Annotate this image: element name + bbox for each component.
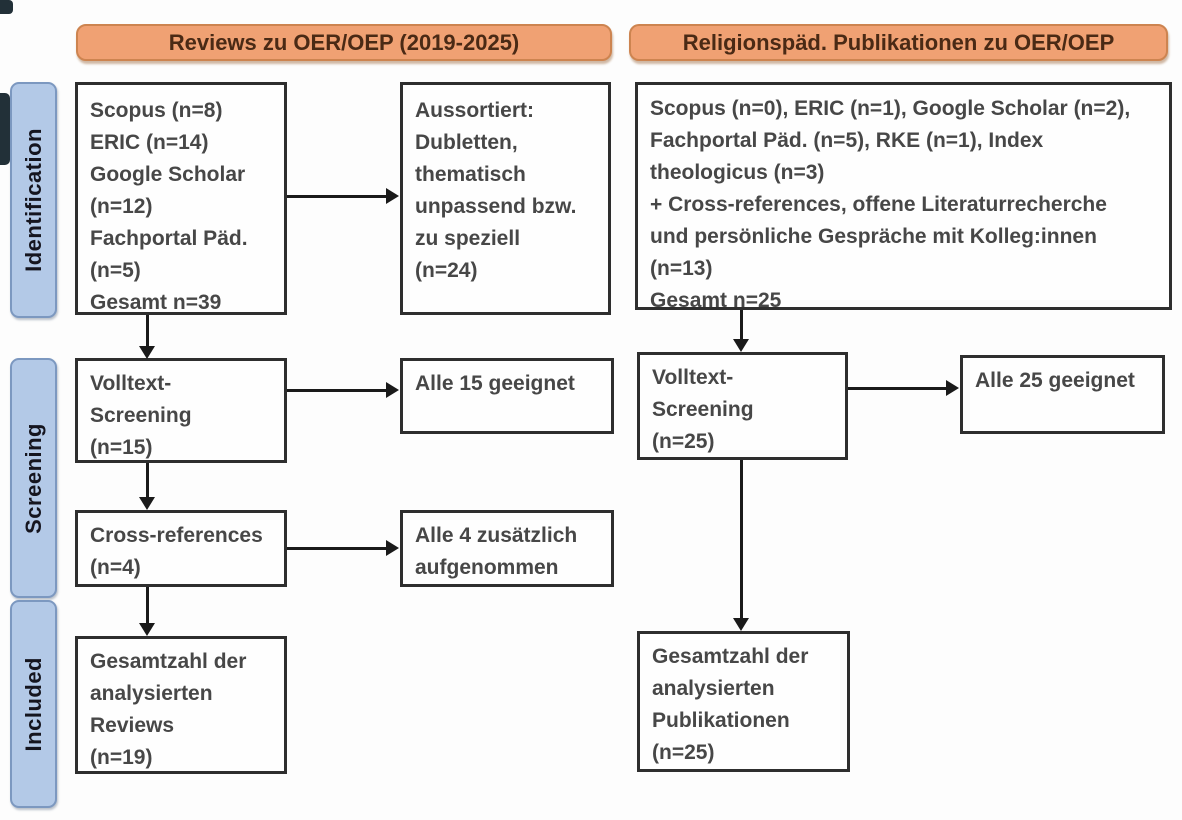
text-line: (n=5): [90, 259, 141, 282]
phase-screening: Screening: [10, 358, 57, 598]
text-line: und persönliche Gespräche mit Kolleg:inn…: [650, 225, 1097, 248]
text-line: unpassend bzw.: [415, 195, 577, 218]
text-line: theologicus (n=3): [650, 161, 825, 184]
arrow-sources-to-volltext-right: [733, 310, 749, 352]
text-line: analysierten: [652, 677, 775, 700]
text-line: Fachportal Päd. (n=5), RKE (n=1), Index: [650, 129, 1044, 152]
arrow-volltext-to-gesamt-right: [733, 460, 749, 631]
text-line: Aussortiert:: [415, 99, 535, 122]
box-alle-15-geeignet: Alle 15 geeignet: [400, 358, 614, 434]
text-line: Gesamt n=39: [90, 291, 222, 314]
arrow-crossref-to-gesamt-left: [139, 587, 155, 636]
text-line: Gesamt n=25: [650, 289, 782, 312]
phase-included-label: Included: [20, 656, 46, 752]
box-aussortiert: Aussortiert: Dubletten, thematisch unpas…: [400, 82, 611, 315]
text-line: Volltext-: [652, 366, 734, 389]
text-line: Cross-references: [90, 524, 263, 547]
header-religionspaed-label: Religionspäd. Publikationen zu OER/OEP: [682, 29, 1115, 55]
box-volltext-screening-religionspaed: Volltext- Screening (n=25): [637, 352, 848, 460]
text-line: (n=13): [650, 257, 713, 280]
text-line: (n=25): [652, 430, 715, 453]
text-line: ERIC (n=14): [90, 131, 209, 154]
arrow-volltext-to-alle15: [287, 382, 399, 398]
text-line: (n=15): [90, 436, 153, 459]
text-line: Alle 15 geeignet: [415, 372, 575, 395]
arrow-sources-to-volltext-left: [139, 315, 155, 359]
box-alle-4-aufgenommen: Alle 4 zusätzlich aufgenommen: [400, 510, 614, 587]
header-religionspaed-column: Religionspäd. Publikationen zu OER/OEP: [629, 24, 1168, 61]
box-sources-reviews: Scopus (n=8) ERIC (n=14) Google Scholar …: [75, 82, 287, 315]
text-line: (n=25): [652, 741, 715, 764]
text-line: Google Scholar: [90, 163, 246, 186]
arrow-volltext-to-crossref: [139, 463, 155, 510]
text-line: (n=4): [90, 556, 141, 579]
header-reviews-label: Reviews zu OER/OEP (2019-2025): [168, 29, 520, 55]
text-line: Screening: [652, 398, 754, 421]
text-line: analysierten: [90, 682, 213, 705]
text-line: zu speziell: [415, 227, 521, 250]
text-line: Scopus (n=8): [90, 99, 223, 122]
box-cross-references: Cross-references (n=4): [75, 510, 287, 587]
arrow-volltext-to-alle25: [848, 380, 959, 396]
text-line: Reviews: [90, 714, 175, 737]
text-line: Alle 25 geeignet: [975, 369, 1135, 392]
scan-artifact: [0, 0, 13, 14]
text-line: (n=24): [415, 259, 478, 282]
text-line: (n=12): [90, 195, 153, 218]
text-line: Volltext-: [90, 372, 172, 395]
text-line: Screening: [90, 404, 192, 427]
text-line: Publikationen: [652, 709, 790, 732]
text-line: Gesamtzahl der: [652, 645, 809, 668]
box-sources-religionspaed: Scopus (n=0), ERIC (n=1), Google Scholar…: [635, 82, 1172, 312]
text-line: Alle 4 zusätzlich: [415, 524, 578, 547]
text-line: aufgenommen: [415, 556, 559, 579]
box-gesamtzahl-publikationen: Gesamtzahl der analysierten Publikatione…: [637, 631, 850, 772]
text-line: thematisch: [415, 163, 526, 186]
phase-identification: Identification: [10, 82, 57, 318]
phase-screening-label: Screening: [20, 422, 46, 534]
text-line: + Cross-references, offene Literaturrech…: [650, 193, 1107, 216]
arrow-sources-to-aussortiert: [287, 188, 399, 204]
phase-included: Included: [10, 600, 57, 808]
text-line: Gesamtzahl der: [90, 650, 247, 673]
phase-identification-label: Identification: [20, 128, 46, 272]
arrow-crossref-to-alle4: [287, 540, 399, 556]
text-line: Scopus (n=0), ERIC (n=1), Google Scholar…: [650, 97, 1131, 120]
text-line: Fachportal Päd.: [90, 227, 248, 250]
text-line: (n=19): [90, 746, 153, 769]
text-line: Dubletten,: [415, 131, 518, 154]
box-volltext-screening-reviews: Volltext- Screening (n=15): [75, 358, 287, 463]
scan-artifact: [0, 93, 10, 165]
box-gesamtzahl-reviews: Gesamtzahl der analysierten Reviews (n=1…: [75, 636, 287, 774]
header-reviews-column: Reviews zu OER/OEP (2019-2025): [76, 24, 612, 61]
box-alle-25-geeignet: Alle 25 geeignet: [960, 355, 1165, 434]
